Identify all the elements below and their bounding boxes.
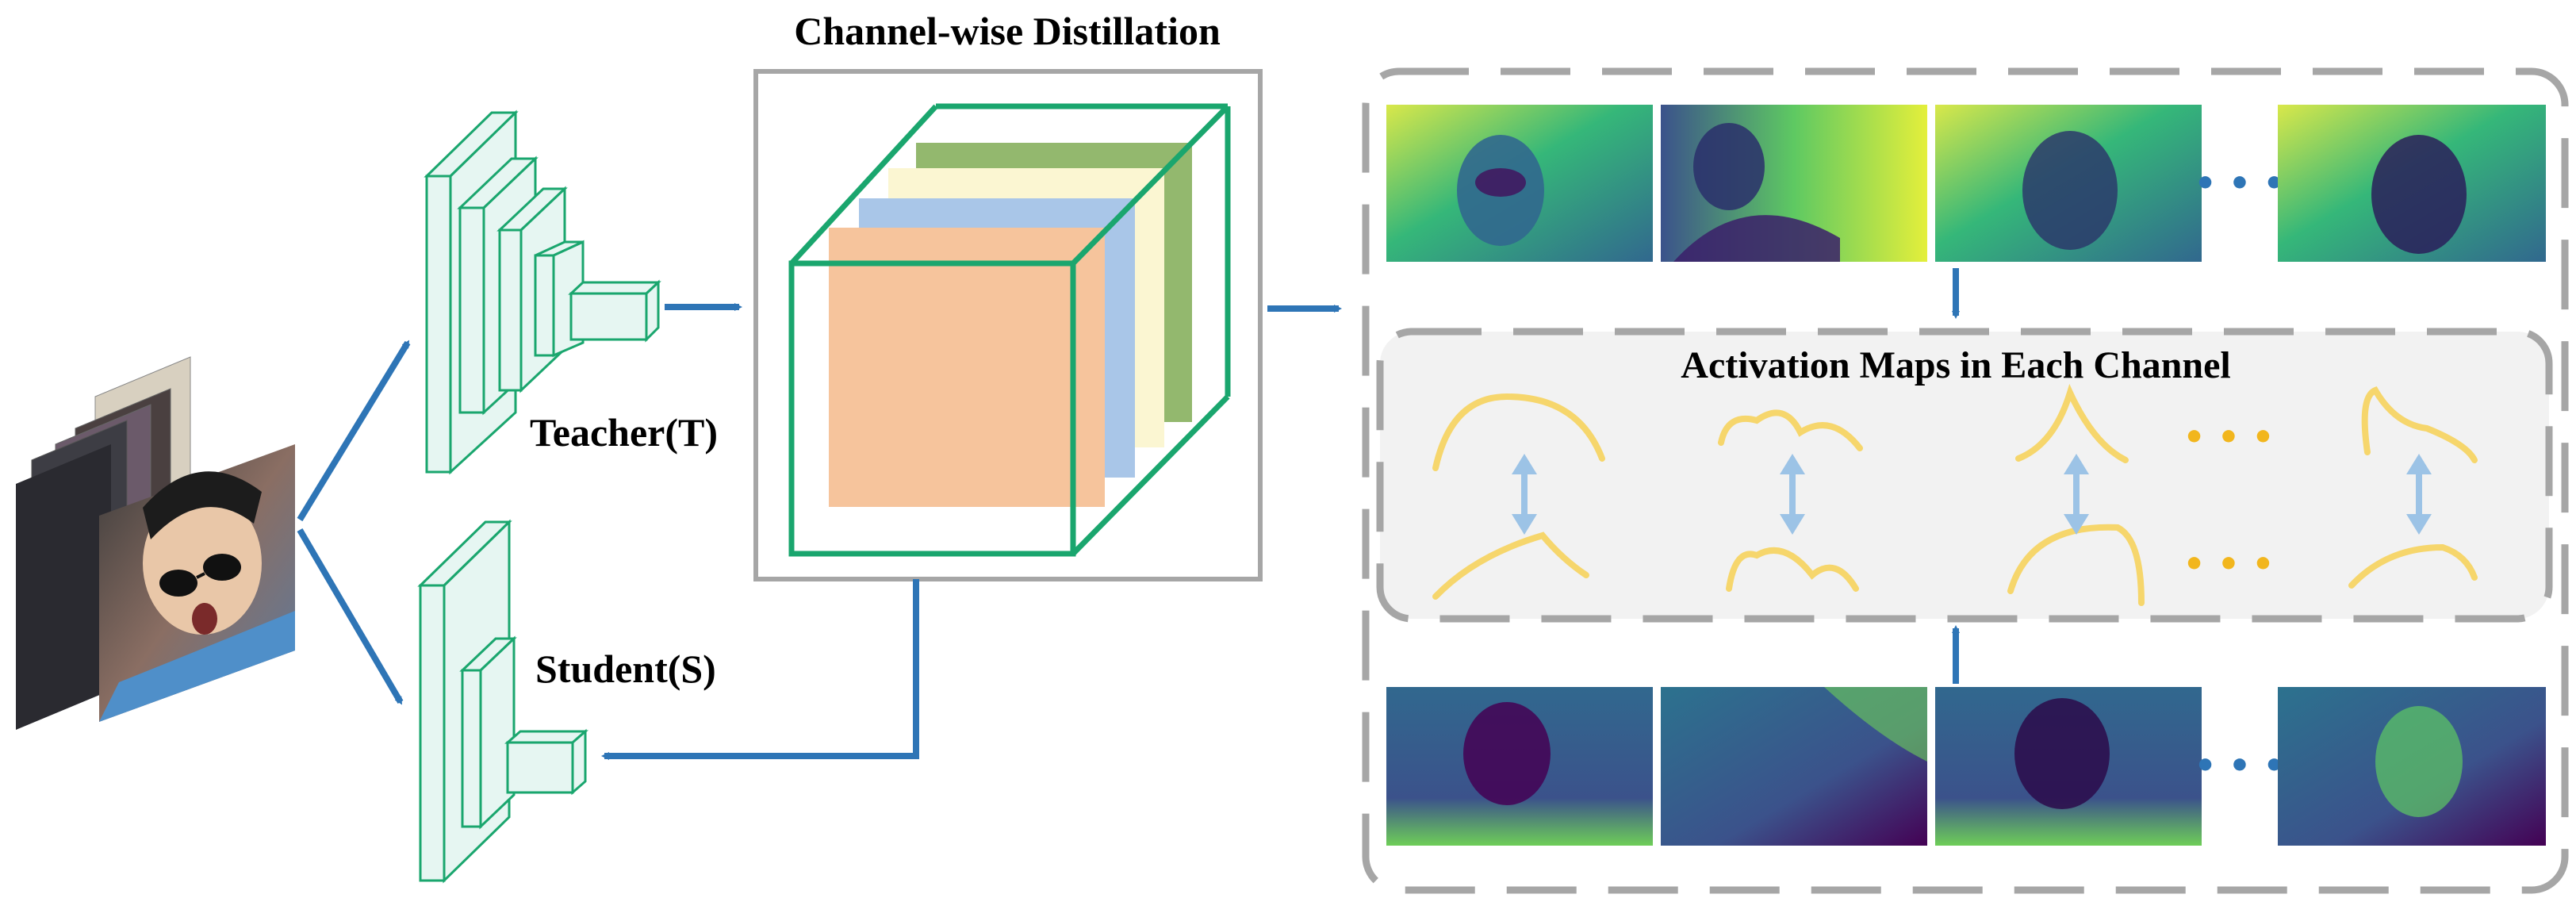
channel-cube-icon [788,103,1231,557]
arrow-to-teacher [297,340,411,522]
curves-ellipsis-bottom: • • • [2183,544,2274,585]
distillation-box [753,69,1263,581]
double-arrow-4 [2406,454,2432,535]
activation-region-border [1362,67,2569,894]
curve-s4 [2348,543,2478,589]
face-image-stack-icon [16,356,295,730]
teacher-network-icon [424,109,661,475]
teacher-ellipsis: • • • [2194,163,2285,204]
curve-t3 [2015,383,2129,463]
teacher-heatmap-row: • • • [1386,105,2546,262]
student-ellipsis: • • • [2194,746,2285,786]
curves-ellipsis-top: • • • [2183,417,2274,458]
double-arrow-3 [2064,454,2089,535]
activation-curves [1432,383,2478,606]
teacher-label: Teacher(T) [530,410,718,455]
curve-t2 [1718,409,1863,451]
arrow-cube-to-student [601,579,919,760]
double-arrow-1 [1512,454,1537,535]
student-label: Student(S) [535,647,716,691]
activation-panel [1376,328,2553,623]
curve-s1 [1432,532,1589,600]
curve-t4 [2361,386,2478,463]
channel-orange [829,228,1105,507]
curve-s3 [2007,524,2145,606]
student-heatmap-row: • • • [1386,687,2546,846]
student-network-icon [417,519,588,884]
title: Channel-wise Distillation [794,9,1221,53]
double-arrow-2 [1780,454,1805,535]
activation-label: Activation Maps in Each Channel [1681,344,2230,386]
input-arrows [297,340,411,705]
double-arrows [1512,454,2432,535]
curve-t1 [1432,393,1605,471]
arrow-to-student [297,528,404,705]
curve-s2 [1726,547,1859,592]
